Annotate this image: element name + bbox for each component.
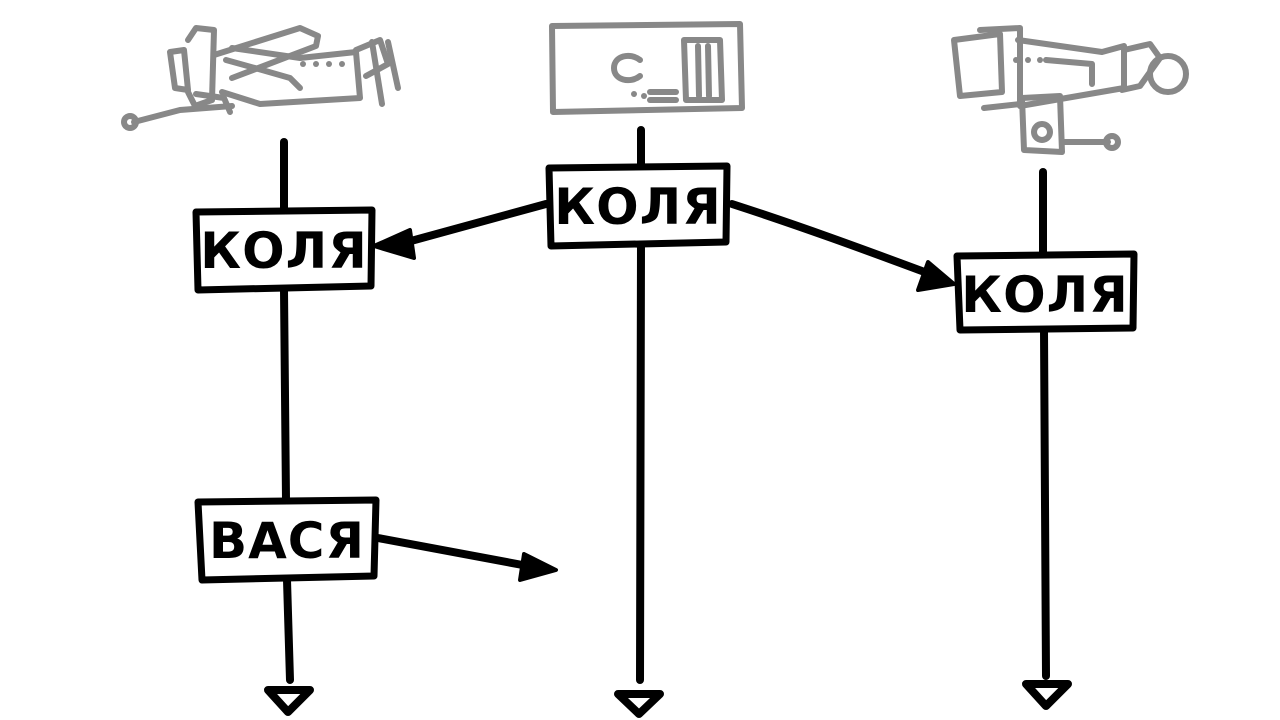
lifeline-end-arrow [614,690,664,718]
telescope-icon [121,25,401,131]
message-label: ВАСЯ [209,512,365,570]
message-label: КОЛЯ [961,266,1128,324]
message-arrow-vasya [374,534,558,582]
lifeline-right [1022,168,1072,710]
message-label: КОЛЯ [554,178,721,236]
server-icon [549,21,745,115]
lifeline-end-arrow [1022,680,1072,710]
message-box-center-top: КОЛЯ [545,162,731,250]
message-label: КОЛЯ [200,222,367,280]
telescope-icon [951,25,1189,155]
message-box-left-bottom: ВАСЯ [194,496,380,584]
message-box-right-top: КОЛЯ [953,250,1138,334]
lifeline-end-arrow [264,686,314,716]
message-arrow-to-right [728,200,956,292]
message-arrow-to-left [372,200,550,260]
message-box-left-top: КОЛЯ [192,206,376,294]
lifeline-center [614,126,664,718]
lifeline-left [264,138,314,716]
